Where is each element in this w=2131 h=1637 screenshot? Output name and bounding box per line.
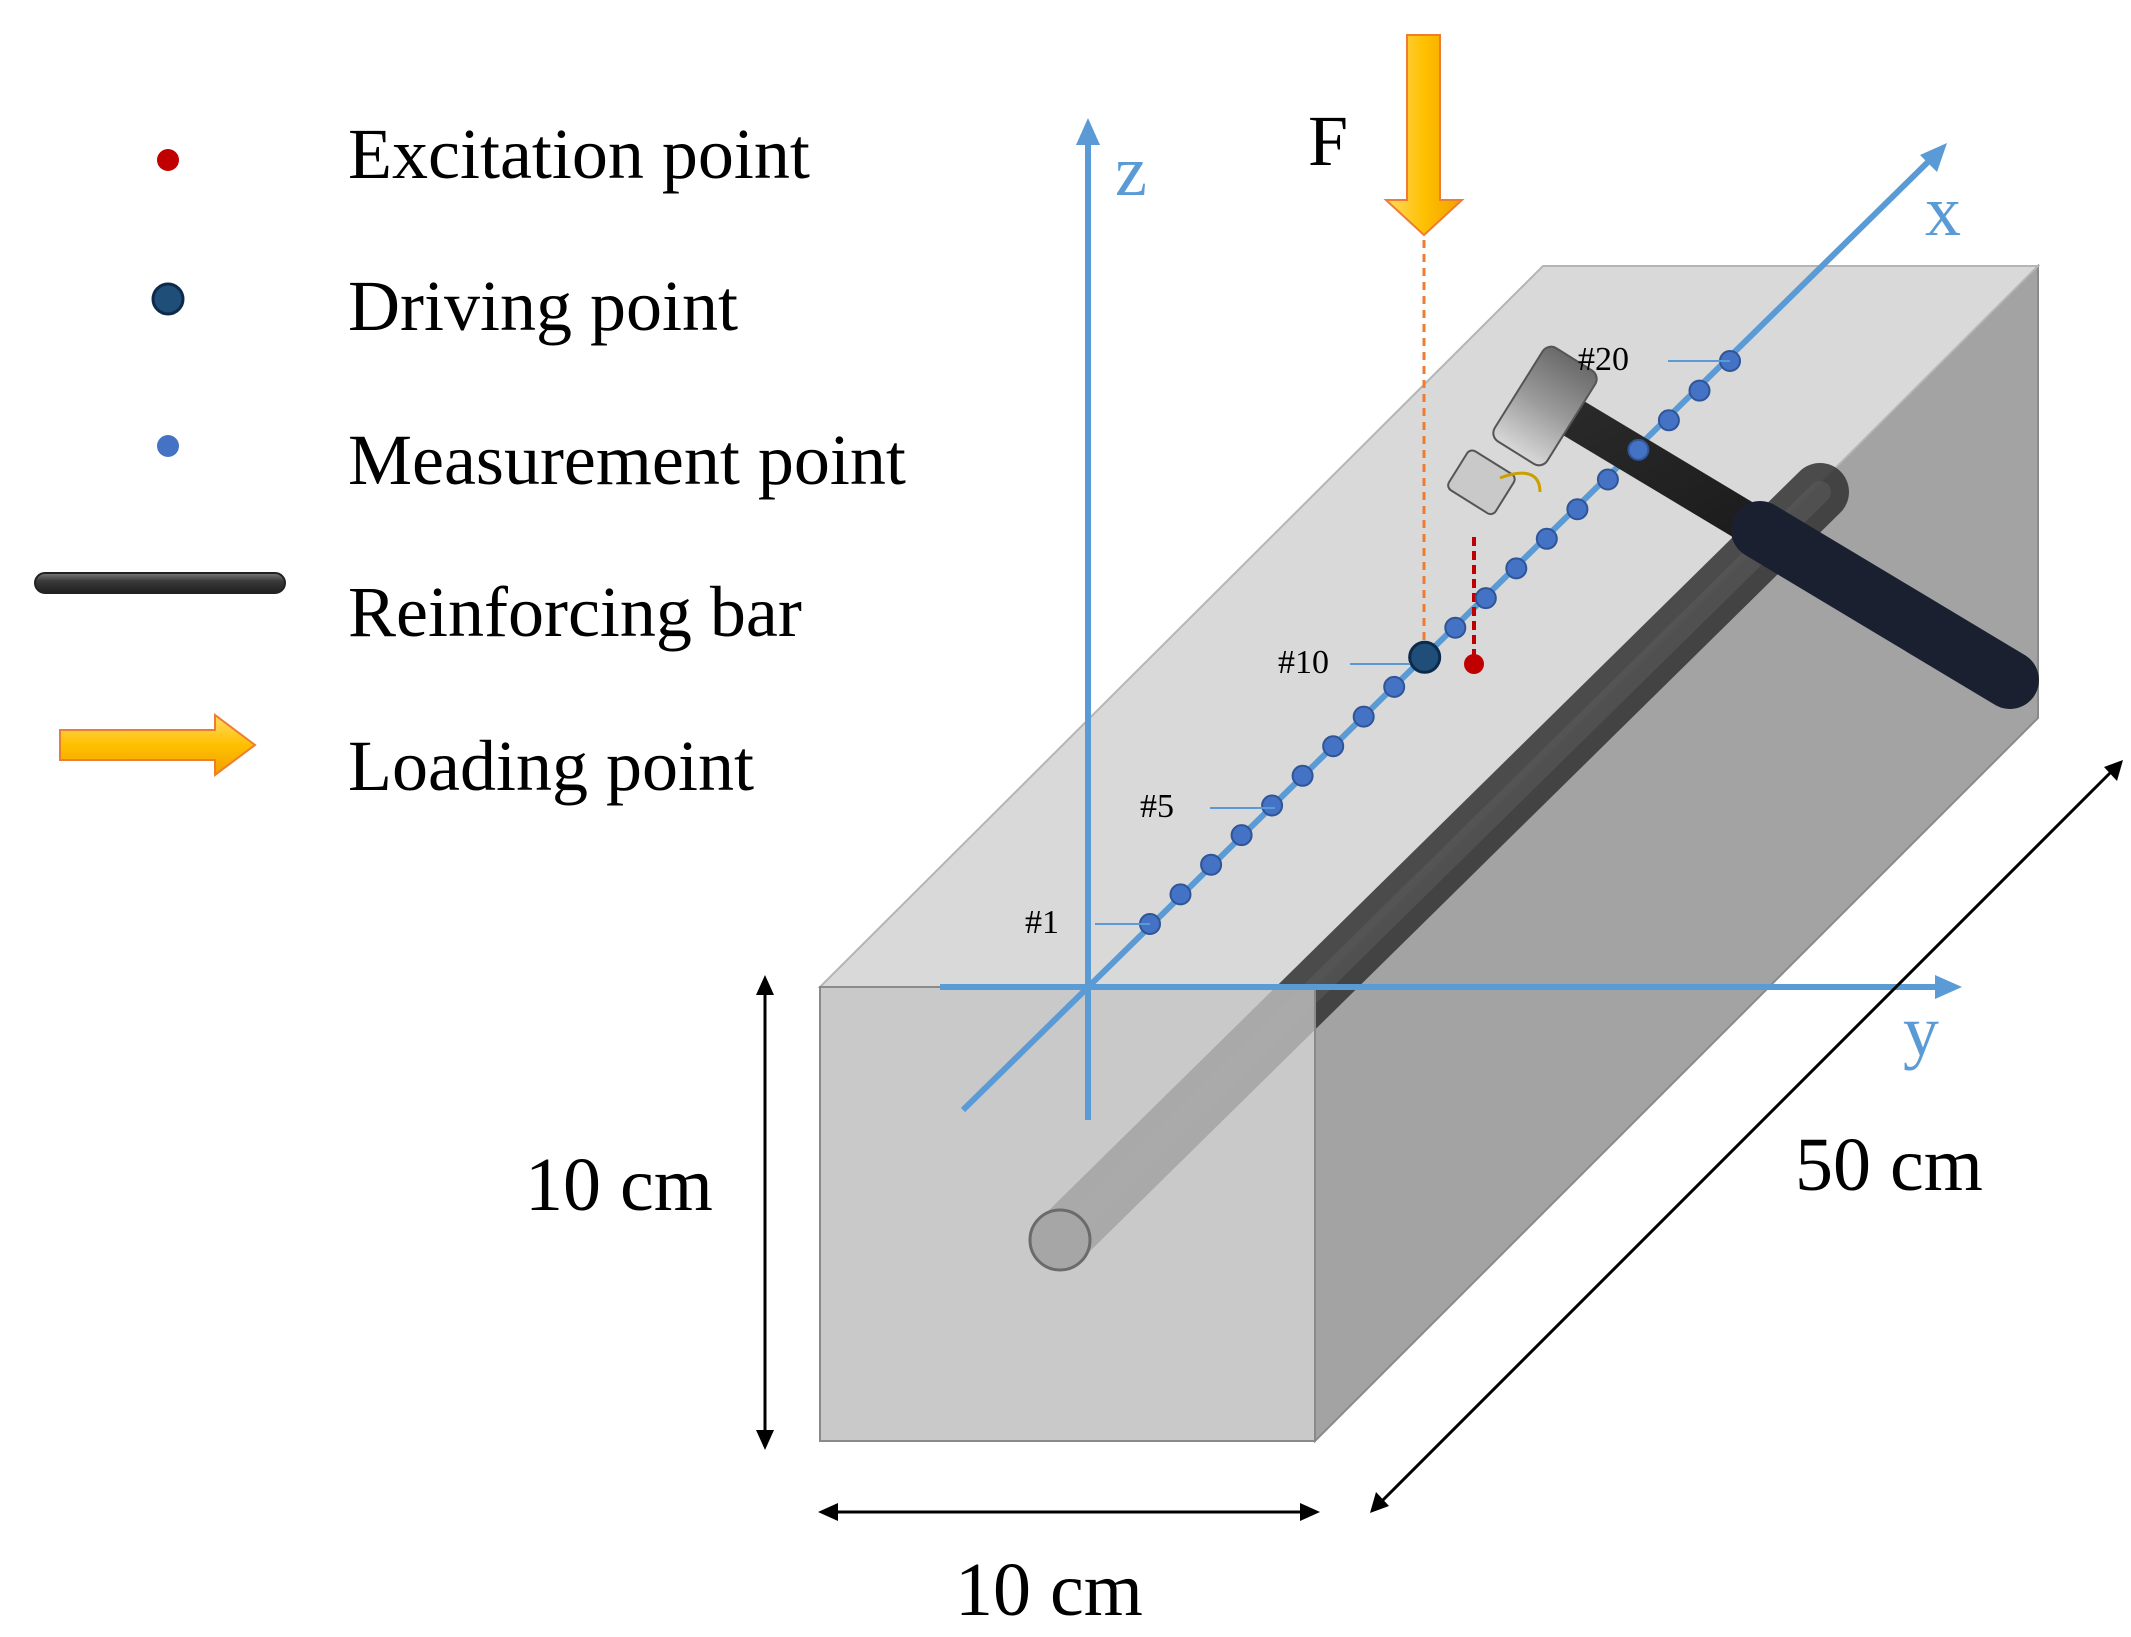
label-p10: #10 [1278,644,1329,681]
y-axis-label: y [1903,991,1939,1071]
force-arrow [1383,34,1465,237]
hammer-grip [1731,501,2039,709]
measurement-point-13 [1505,557,1528,580]
label-p20: #20 [1578,341,1629,378]
hammer-head [1492,345,1598,467]
label-p5: #5 [1140,788,1174,825]
legend-measurement-label: Measurement point [348,420,906,500]
measurement-points [1139,350,1741,935]
measurement-point-6 [1291,764,1314,787]
length-dimension-line [1376,766,2117,1507]
label-p1: #1 [1025,904,1059,941]
loading-arrow-icon [59,713,257,777]
height-dimension-label: 10 cm [525,1143,713,1227]
rebar-end [1028,1208,1092,1272]
force-label: F [1308,101,1348,181]
measurement-point-15 [1566,498,1589,521]
x-axis-arrowhead [1920,143,1947,172]
width-dimension-label: 10 cm [955,1548,1143,1632]
legend-loading-label: Loading point [348,726,754,806]
measurement-point-18 [1657,409,1680,432]
measurement-point-16 [1596,468,1619,491]
legend: Excitation point Driving point Measureme… [34,114,906,806]
measurement-point-17 [1627,438,1650,461]
driving-point-icon [151,282,185,316]
y-axis-arrowhead [1935,975,1962,999]
length-dimension-label: 50 cm [1795,1123,1983,1207]
hammer-tip [1447,449,1516,516]
measurement-point-7 [1322,735,1345,758]
measurement-point-3 [1200,853,1223,876]
point-labels: #1 #5 #10 #20 [1025,341,1730,941]
measurement-point-11 [1444,616,1467,639]
measurement-point-12 [1474,587,1497,610]
x-axis-label: x [1925,171,1961,251]
driving-point [1408,640,1442,674]
legend-rebar-label: Reinforcing bar [348,572,802,652]
hammer-cable [1499,471,1542,493]
legend-excitation-label: Excitation point [348,114,810,194]
measurement-point-2 [1169,883,1192,906]
z-axis-arrowhead [1076,118,1100,145]
measurement-point-9 [1383,675,1406,698]
measurement-point-8 [1352,705,1375,728]
dimension-lines [756,760,2123,1521]
measurement-point-4 [1230,824,1253,847]
measurement-point-icon [157,435,179,457]
measurement-point-5 [1261,794,1284,817]
excitation-point [1464,654,1484,674]
measurement-point-19 [1688,379,1711,402]
z-axis-label: z [1115,131,1147,211]
rebar-icon [34,572,286,594]
legend-driving-label: Driving point [348,266,738,346]
measurement-point-14 [1535,527,1558,550]
excitation-point-icon [157,149,179,171]
